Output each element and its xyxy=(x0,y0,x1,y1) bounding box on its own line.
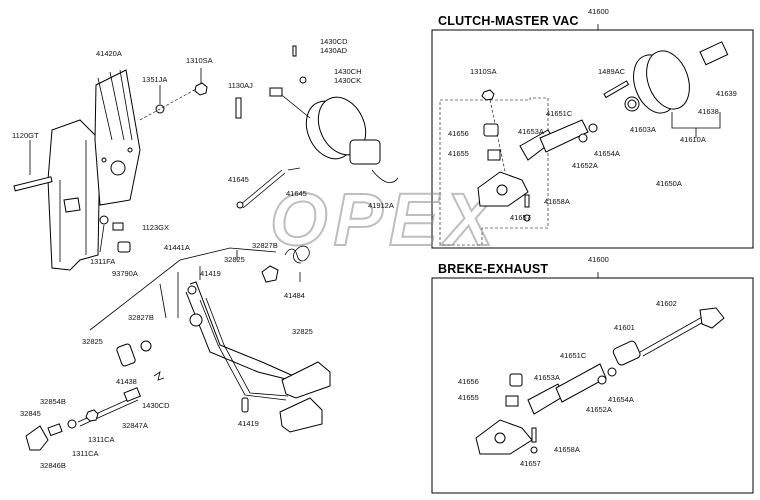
part-label: 41602 xyxy=(656,299,677,308)
part-label: 1311FA xyxy=(90,257,116,266)
part-label: 1351JA xyxy=(142,75,168,84)
part-label: 41438 xyxy=(116,377,137,386)
part-label: 41601 xyxy=(614,323,635,332)
part-label: 1310SA xyxy=(470,67,497,76)
part-label: 41657 xyxy=(520,459,541,468)
booster-assembly-41610a xyxy=(624,41,729,114)
part-label: 41654A xyxy=(594,149,620,158)
part-label: 41653A xyxy=(518,127,544,136)
part-label: 32845 xyxy=(20,409,41,418)
rod-1489ac xyxy=(603,80,630,99)
stopper-41419 xyxy=(241,397,249,413)
clutch-booster xyxy=(269,45,399,183)
clutch-pedal xyxy=(185,281,331,433)
washer-1311fa xyxy=(99,215,109,225)
part-label: 32827B xyxy=(252,241,278,250)
opex-watermark: OPEX xyxy=(269,177,500,262)
bushing-41438 xyxy=(116,343,136,367)
return-spring xyxy=(284,245,310,282)
clutch-pushrod xyxy=(25,387,142,451)
section-title-brake-exhaust: BREKE-EXHAUST xyxy=(438,262,549,276)
section-title-clutch-master-vac: CLUTCH-MASTER VAC xyxy=(438,14,579,28)
part-label: 41651C xyxy=(560,351,587,360)
pedal-bracket xyxy=(47,69,141,271)
part-label: 41419 xyxy=(200,269,221,278)
part-label: 41912A xyxy=(368,201,394,210)
part-label: 41656 xyxy=(448,129,469,138)
part-label: 32827B xyxy=(128,313,154,322)
svg-text:OPEX: OPEX xyxy=(270,178,500,261)
part-label: 41651C xyxy=(546,109,573,118)
part-label: 41484 xyxy=(284,291,305,300)
part-label: 1430CH xyxy=(334,67,362,76)
bolt-1130aj xyxy=(235,97,242,119)
part-label: 1430CD xyxy=(320,37,348,46)
part-label: 41420A xyxy=(96,49,122,58)
part-label: 41658A xyxy=(554,445,580,454)
part-label: 41655 xyxy=(448,149,469,158)
brake-exhaust-box xyxy=(431,277,754,494)
part-label: 41645 xyxy=(228,175,249,184)
bushing-32827b-lower xyxy=(140,340,152,352)
part-label: 41603A xyxy=(630,125,656,134)
part-label: 32847A xyxy=(122,421,148,430)
nut-1310sa-box xyxy=(481,89,495,101)
part-label: 93790A xyxy=(112,269,138,278)
bolt-1120gt xyxy=(13,140,53,192)
part-label: 41441A xyxy=(164,243,190,252)
part-label: 1489AC xyxy=(598,67,626,76)
part-label: 1120GT xyxy=(12,131,39,140)
part-label: 41654A xyxy=(608,395,634,404)
part-label: 32825 xyxy=(82,337,103,346)
part-label: 1430CD xyxy=(142,401,170,410)
clip-1430cd xyxy=(153,371,165,381)
part-label: 1311CA xyxy=(72,449,99,458)
part-label: 1130AJ xyxy=(228,81,253,90)
part-label: 32854B xyxy=(40,397,66,406)
part-label: 1430CK xyxy=(334,76,362,85)
bushing-32827b xyxy=(261,265,279,283)
bolt-1123gx xyxy=(112,222,124,231)
part-label: 41656 xyxy=(458,377,479,386)
part-label: 41657 xyxy=(510,213,531,222)
part-label: 41639 xyxy=(716,89,737,98)
part-label: 41652A xyxy=(572,161,598,170)
part-label: 41650A xyxy=(656,179,682,188)
part-label: 32846B xyxy=(40,461,66,470)
exhaust-cylinder xyxy=(475,307,725,455)
part-label: 41652A xyxy=(586,405,612,414)
master-cylinder-upper xyxy=(477,119,598,222)
part-label: 41658A xyxy=(544,197,570,206)
rod-41645 xyxy=(239,169,283,206)
stopper-93790a xyxy=(117,241,131,253)
part-label: 32825 xyxy=(292,327,313,336)
nut-1310sa xyxy=(194,82,208,96)
part-label: 41638 xyxy=(698,107,719,116)
part-label: 32825 xyxy=(224,255,245,264)
part-label: 1310SA xyxy=(186,56,213,65)
clutch-master-vac-box xyxy=(431,29,754,249)
part-label: 41653A xyxy=(534,373,560,382)
part-label: 1311CA xyxy=(88,435,115,444)
part-label: 1123GX xyxy=(142,223,169,232)
part-label: 41600 xyxy=(588,7,609,16)
part-label: 41419 xyxy=(238,419,259,428)
part-label: 41600 xyxy=(588,255,609,264)
part-label: 1430AD xyxy=(320,46,348,55)
part-label: 41645 xyxy=(286,189,307,198)
part-label: 41655 xyxy=(458,393,479,402)
part-label: 41610A xyxy=(680,135,706,144)
